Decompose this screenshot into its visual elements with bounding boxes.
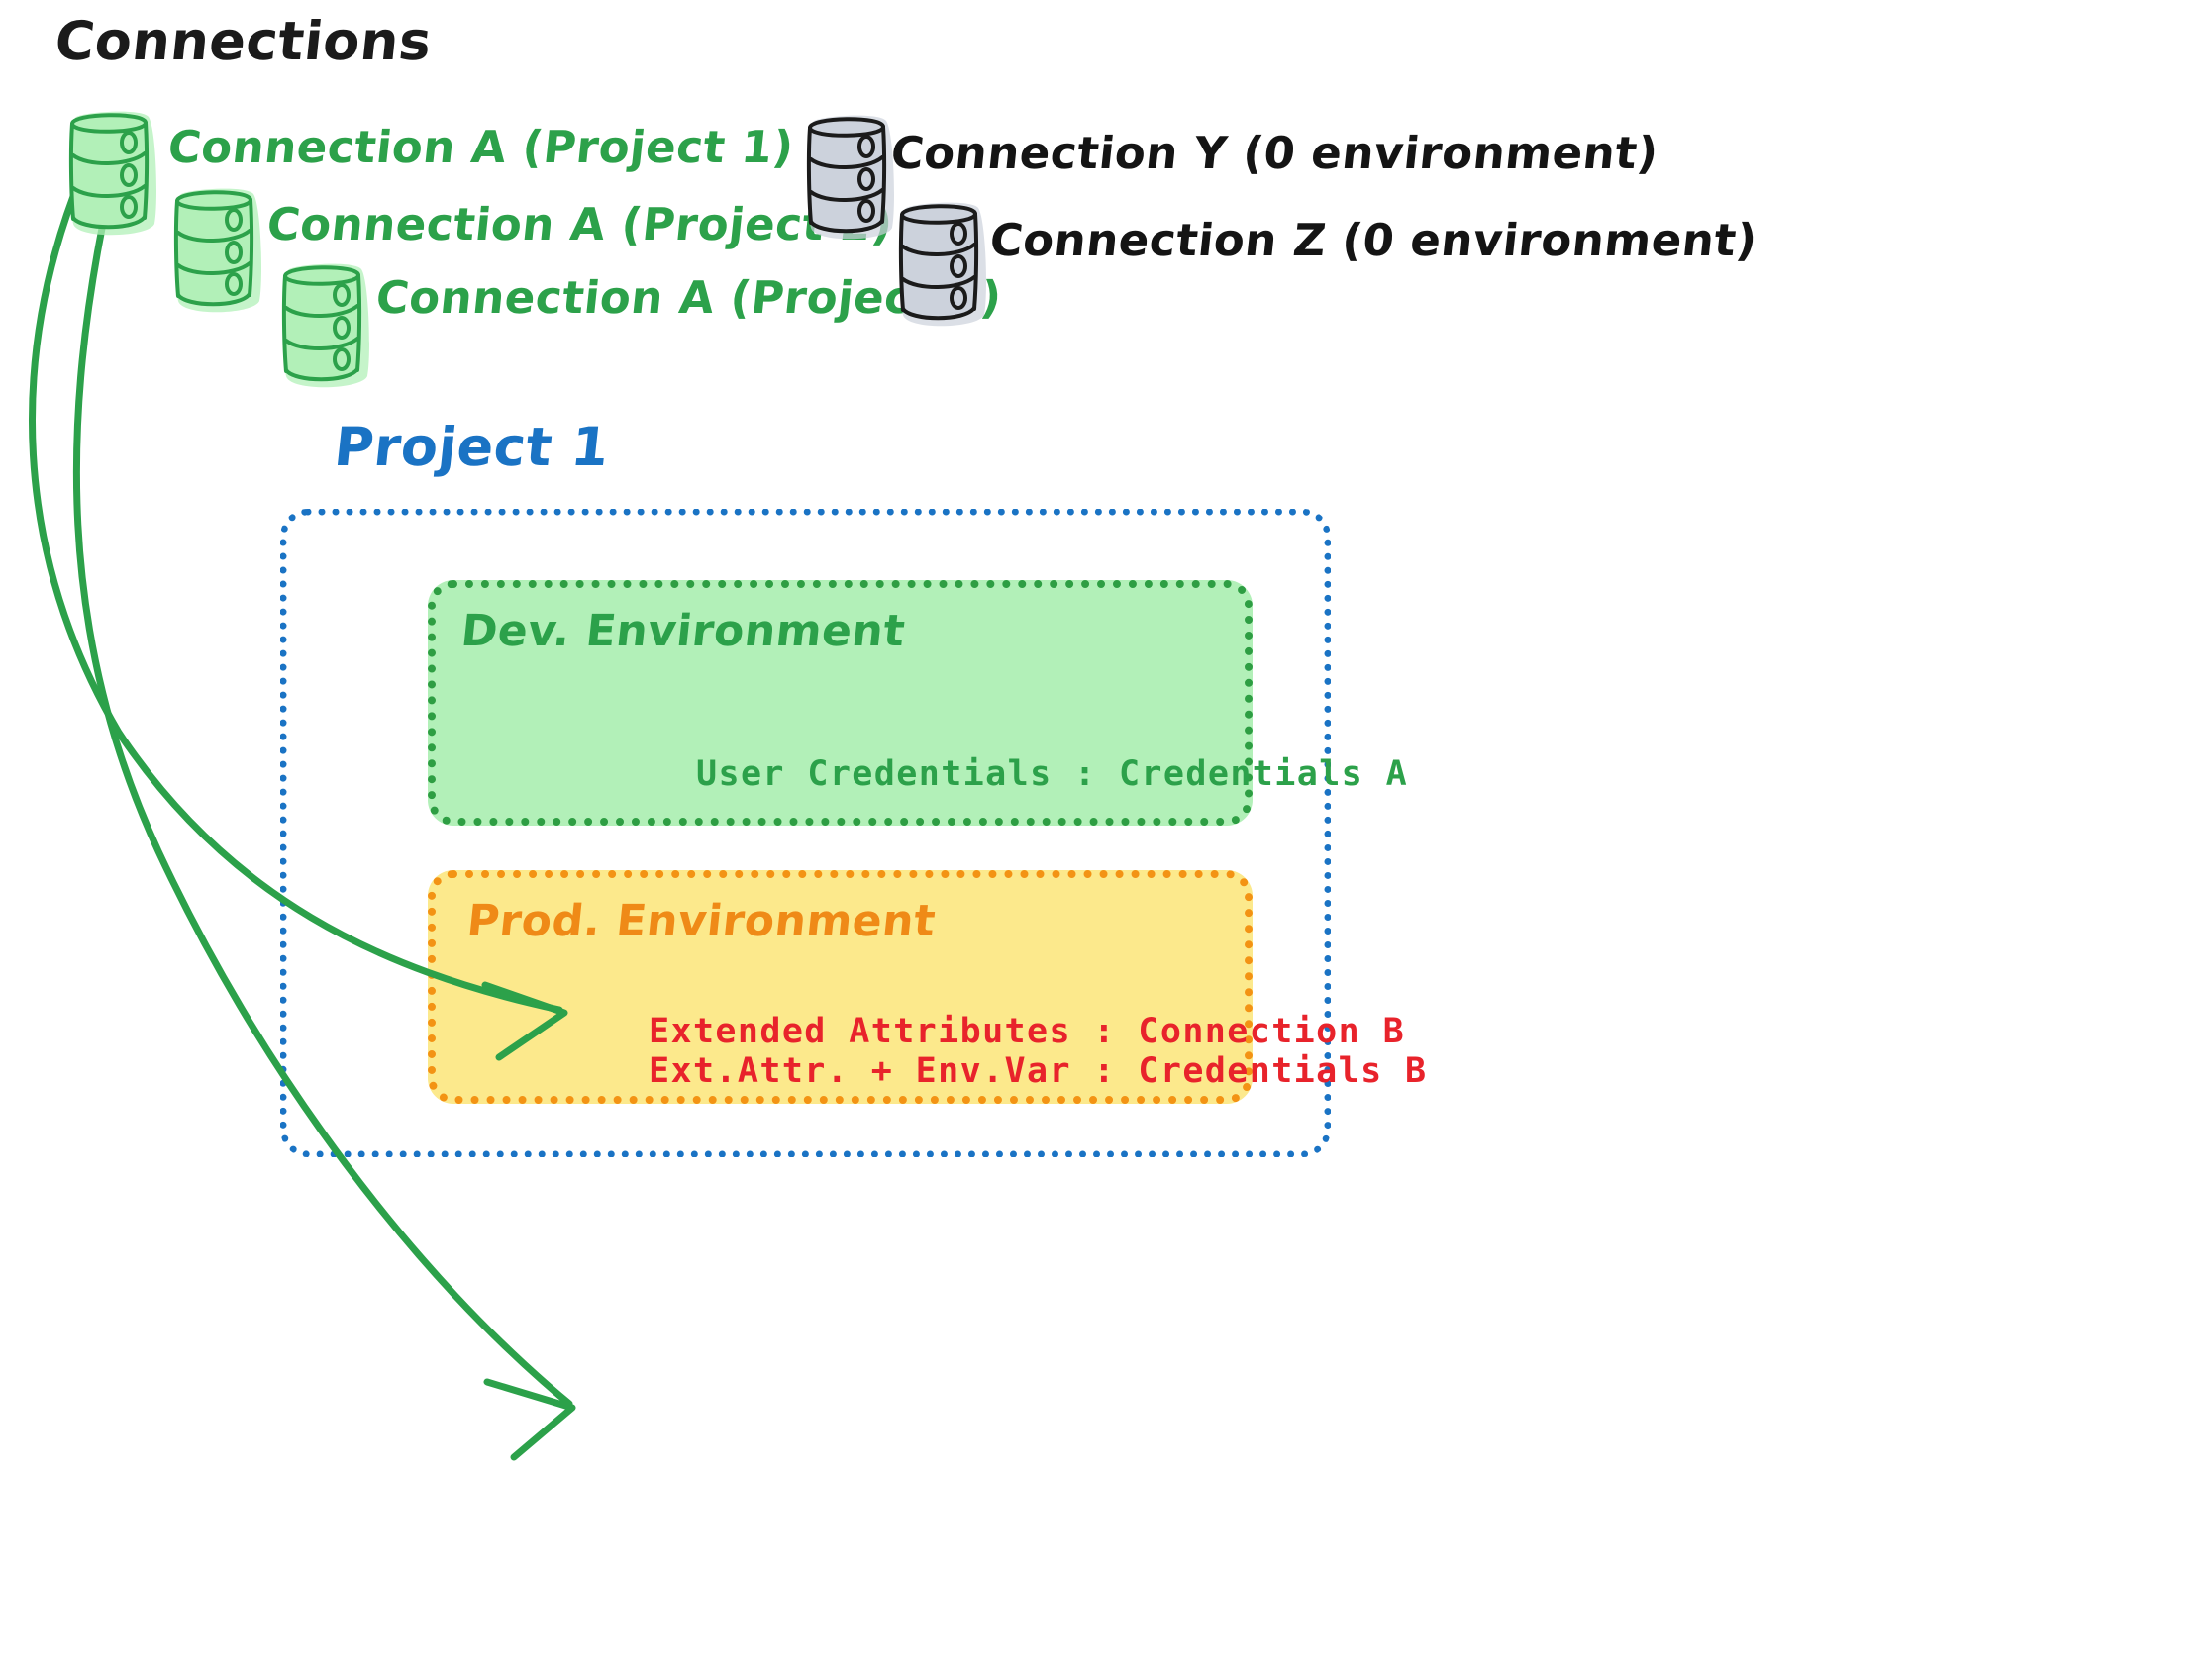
prod-extended-attributes-line: Extended Attributes : Connection B: [649, 1012, 1406, 1051]
label-connection-y: Connection Y (0 environment): [888, 127, 1661, 179]
project-title: Project 1: [331, 416, 613, 478]
arrow-to-prod-head: [483, 1378, 576, 1461]
label-connection-a-project-3: Connection A (Project 3): [373, 271, 1005, 324]
database-icon-connection-a-project-1[interactable]: [68, 109, 158, 238]
page-title: Connections: [51, 10, 436, 72]
database-icon-connection-a-project-3[interactable]: [281, 261, 371, 390]
label-connection-a-project-1: Connection A (Project 1): [165, 121, 797, 173]
prod-env-var-line: Ext.Attr. + Env.Var : Credentials B: [649, 1051, 1428, 1091]
dev-environment-label: Dev. Environment: [458, 606, 908, 656]
database-icon-connection-a-project-2[interactable]: [173, 186, 263, 315]
label-connection-a-project-2: Connection A (Project 2): [264, 198, 896, 250]
label-connection-z: Connection Z (0 environment): [987, 214, 1760, 266]
dev-credentials-line: User Credentials : Credentials A: [696, 754, 1409, 794]
prod-environment-label: Prod. Environment: [464, 896, 939, 946]
